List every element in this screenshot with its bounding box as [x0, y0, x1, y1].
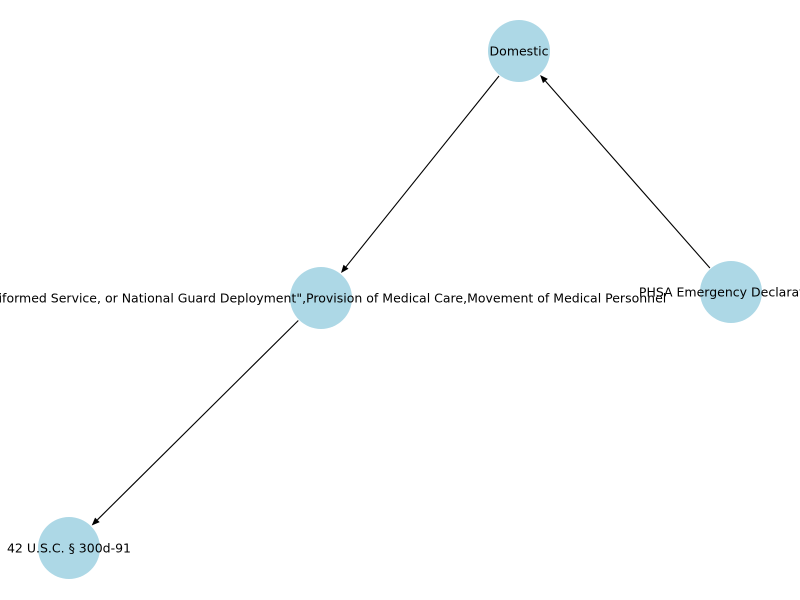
- edge-domestic-to-deployment: [341, 75, 500, 273]
- node-deployment-label: "Uniformed Service, or National Guard De…: [0, 291, 666, 306]
- arrow-head: [341, 264, 349, 273]
- node-usc-label: 42 U.S.C. § 300d-91: [7, 541, 131, 556]
- node-domestic-label: Domestic: [490, 44, 549, 59]
- edge-line: [345, 75, 500, 268]
- edges-layer: [91, 75, 711, 526]
- edge-phsa-to-domestic: [540, 75, 711, 269]
- node-phsa-circle: [700, 261, 762, 323]
- node-phsa-label: PHSA Emergency Declaration: [639, 285, 800, 300]
- edge-line: [97, 320, 299, 521]
- arrow-head: [540, 75, 548, 84]
- node-usc: 42 U.S.C. § 300d-91: [7, 517, 131, 579]
- arrow-head: [91, 517, 100, 526]
- node-domestic-circle: [488, 20, 550, 82]
- node-phsa: PHSA Emergency Declaration: [639, 261, 800, 323]
- edge-deployment-to-usc: [91, 320, 299, 526]
- edge-line: [544, 80, 711, 269]
- node-domestic: Domestic: [488, 20, 550, 82]
- node-deployment-circle: [290, 267, 352, 329]
- node-usc-circle: [38, 517, 100, 579]
- node-deployment: "Uniformed Service, or National Guard De…: [0, 267, 666, 329]
- nodes-layer: Domestic "Uniformed Service, or National…: [0, 20, 800, 579]
